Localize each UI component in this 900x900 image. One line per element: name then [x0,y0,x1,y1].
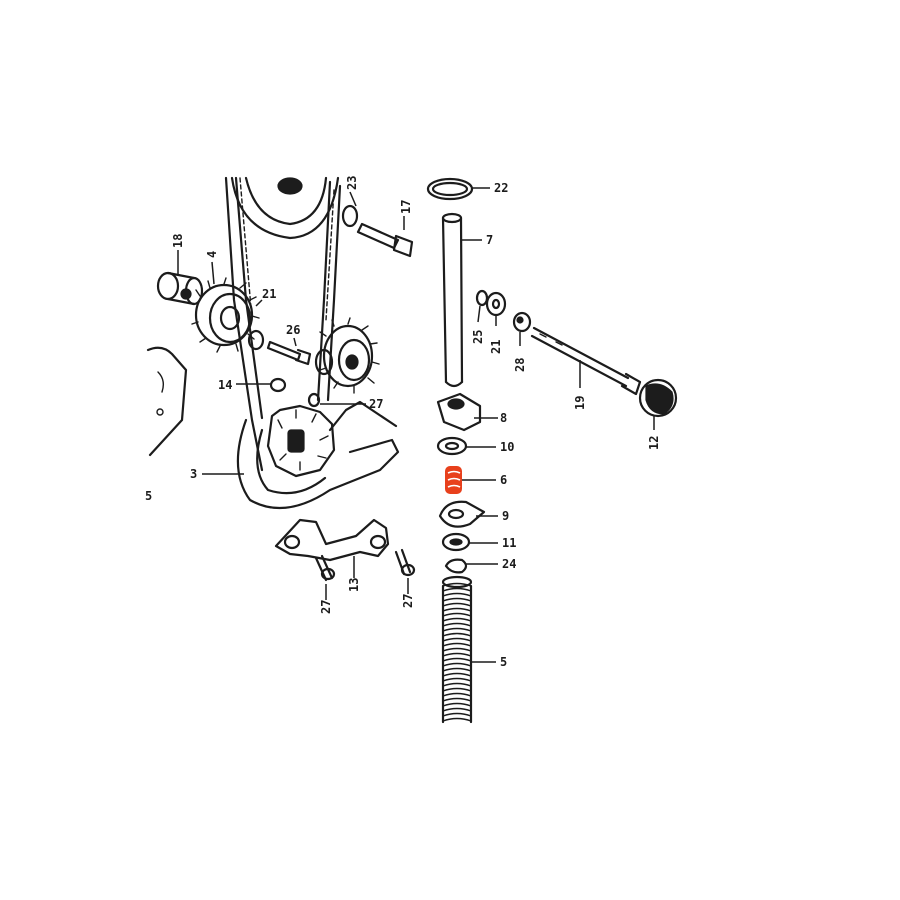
label-17: 17 [399,200,413,214]
part-10-washer [436,436,468,456]
part-7-rod [441,212,464,388]
part-17-bolt [356,222,414,258]
label-27-lower-right: 27 [401,594,415,608]
label-3: 3 [190,467,197,481]
part-18-roller [156,271,204,306]
left-assembly [146,176,400,510]
part-25-ring [475,289,489,307]
part-5-spring [441,575,473,724]
label-27-upper: 27 [369,397,383,411]
part-27-screw-left [314,554,336,582]
part-28-nut [512,311,532,333]
part-24-clip [444,558,468,574]
part-19-long-bolt [530,326,642,396]
label-8: 8 [500,411,507,425]
label-10: 10 [500,440,514,454]
label-27-lower-left: 27 [319,600,333,614]
label-12: 12 [647,436,661,450]
part-4-sprocket [191,277,260,353]
part-21-washer-right [485,291,507,317]
part-sprocket-right [314,317,380,394]
label-19: 19 [573,396,587,410]
part-11-washer [441,532,471,552]
label-11: 11 [502,536,516,550]
leader-lines [177,187,655,663]
part-13-bracket [274,518,390,562]
part-27-screw-right [394,548,416,577]
part-labels: 22 23 17 7 18 4 21 25 21 26 28 19 14 27 … [145,176,661,669]
part-21-washer-left [247,329,265,351]
label-24: 24 [502,557,516,571]
part-27-washer-left [307,392,321,408]
label-26: 26 [286,323,300,337]
part-12-knob [638,378,678,418]
label-7: 7 [486,233,493,247]
label-5-edge: 5 [145,489,152,503]
part-9-plate [438,500,486,528]
part-26-bolt [266,340,312,366]
label-25: 25 [471,330,485,344]
part-14-washer [269,377,287,393]
part-8-guide-block [436,392,482,432]
label-14: 14 [218,378,232,392]
label-13: 13 [347,578,361,592]
label-21-left: 21 [262,287,276,301]
label-5: 5 [500,655,507,669]
label-28: 28 [513,358,527,372]
label-22: 22 [494,181,508,195]
part-22-o-ring [426,177,474,201]
label-4: 4 [205,251,219,258]
label-6: 6 [500,473,507,487]
label-18: 18 [171,234,185,248]
label-9: 9 [502,509,509,523]
part-6-highlight [445,466,462,494]
part-23-washer [341,204,359,228]
label-23: 23 [345,176,359,190]
label-21-right: 21 [489,340,503,354]
